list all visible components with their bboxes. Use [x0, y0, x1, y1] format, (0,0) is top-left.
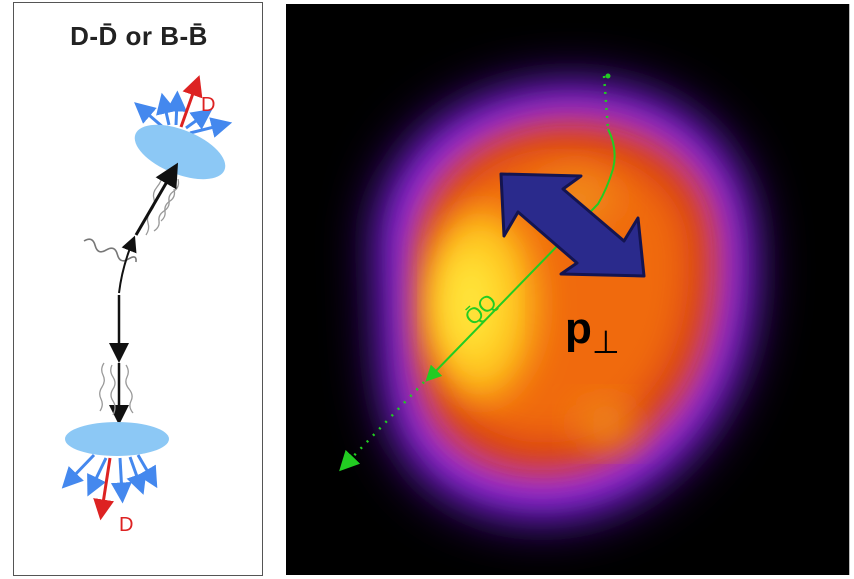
lower-hadron-cluster	[61, 422, 169, 521]
momentum-arrow	[499, 172, 646, 278]
label-d-top: D	[201, 94, 215, 116]
jet-diagram: D D	[61, 75, 233, 536]
upper-hadron-cluster	[134, 75, 233, 180]
label-d-bottom: D	[119, 514, 133, 536]
transverse-momentum-label: p⊥	[565, 304, 620, 361]
perp-subscript: ⊥	[591, 324, 620, 360]
frame-edge	[849, 4, 850, 575]
lower-gluon-cone	[99, 362, 134, 416]
heat-map: Q̄Q	[286, 4, 849, 575]
upper-gluon-cone	[145, 174, 180, 236]
left-panel-title: D-D̄ or B-B̄	[70, 21, 208, 51]
quark-track	[339, 73, 616, 472]
upper-quark-line	[118, 235, 137, 294]
momentum-symbol: p	[565, 304, 592, 353]
heat-map-panel: Q̄Q	[286, 4, 849, 575]
left-panel: D D D-D̄ or B-B̄	[13, 2, 263, 576]
gluon-curl	[83, 238, 137, 263]
